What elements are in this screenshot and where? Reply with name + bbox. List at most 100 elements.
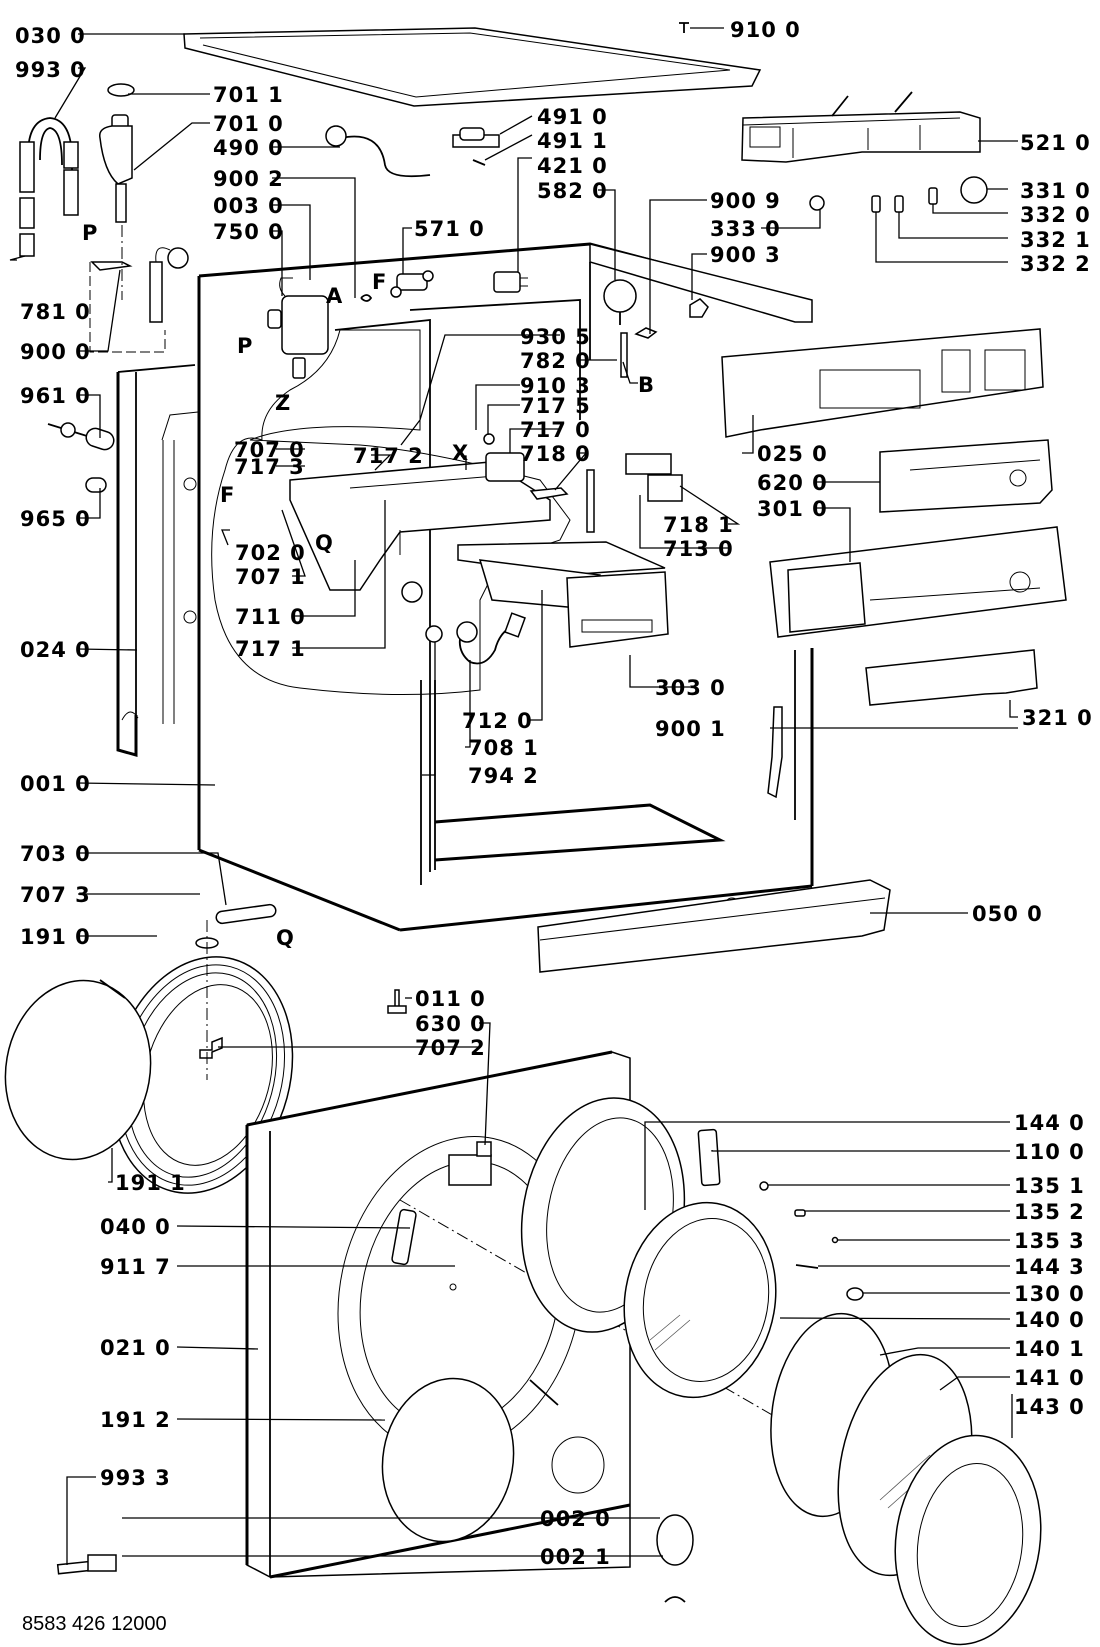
callout-135-3: 135 3 bbox=[1014, 1229, 1085, 1253]
callout-321-0: 321 0 bbox=[1022, 706, 1093, 730]
top-screw-part bbox=[679, 22, 689, 33]
callout-491-1: 491 1 bbox=[537, 129, 608, 153]
callout-900-3: 900 3 bbox=[710, 243, 781, 267]
door-lock-part bbox=[448, 1141, 492, 1186]
duct-cover-part bbox=[647, 474, 683, 502]
callout-794-2: 794 2 bbox=[468, 764, 539, 788]
callout-701-1: 701 1 bbox=[213, 83, 284, 107]
callout-910-0: 910 0 bbox=[730, 18, 801, 42]
button-332-1-part bbox=[894, 195, 904, 213]
callout-993-0: 993 0 bbox=[15, 58, 86, 82]
callout-140-1: 140 1 bbox=[1014, 1337, 1085, 1361]
part-135-2 bbox=[794, 1209, 806, 1217]
callout-332-1: 332 1 bbox=[1020, 228, 1091, 252]
valve-elbow-part bbox=[199, 1036, 223, 1059]
clip-small-part bbox=[360, 294, 373, 302]
callout-521-0: 521 0 bbox=[1020, 131, 1091, 155]
callout-332-2: 332 2 bbox=[1020, 252, 1091, 276]
callout-110-0: 110 0 bbox=[1014, 1140, 1085, 1164]
callout-707-1: 707 1 bbox=[235, 565, 306, 589]
callout-332-0: 332 0 bbox=[1020, 203, 1091, 227]
bracket-clip-part bbox=[767, 706, 783, 799]
callout-717-3: 717 3 bbox=[234, 455, 305, 479]
callout-718-0: 718 0 bbox=[520, 442, 591, 466]
callout-717-0: 717 0 bbox=[520, 418, 591, 442]
marker-f-valve: F bbox=[372, 270, 386, 294]
spring-part bbox=[99, 979, 126, 999]
solenoid-valve-part bbox=[483, 433, 525, 482]
callout-713-0: 713 0 bbox=[663, 537, 734, 561]
door-handle-part bbox=[697, 1128, 721, 1187]
callout-135-1: 135 1 bbox=[1014, 1174, 1085, 1198]
marker-a: A bbox=[326, 284, 343, 308]
control-bracket-part bbox=[721, 328, 1044, 438]
callout-708-1: 708 1 bbox=[468, 736, 539, 760]
callout-191-1: 191 1 bbox=[115, 1171, 186, 1195]
callout-002-1: 002 1 bbox=[540, 1545, 611, 1569]
bracket-part bbox=[689, 298, 709, 318]
callout-141-0: 141 0 bbox=[1014, 1366, 1085, 1390]
part-130-0 bbox=[846, 1287, 864, 1301]
callout-050-0: 050 0 bbox=[972, 902, 1043, 926]
callout-717-5: 717 5 bbox=[520, 394, 591, 418]
leader-lines bbox=[9, 27, 1018, 1565]
filter-clip-part bbox=[664, 1596, 686, 1603]
electronic-board-part bbox=[879, 439, 1053, 513]
inlet-valve-part bbox=[390, 270, 434, 298]
dispenser-hose-part bbox=[425, 612, 526, 665]
callout-712-0: 712 0 bbox=[462, 709, 533, 733]
callout-718-1: 718 1 bbox=[663, 513, 734, 537]
callout-135-2: 135 2 bbox=[1014, 1200, 1085, 1224]
callout-711-0: 711 0 bbox=[235, 605, 306, 629]
callout-144-0: 144 0 bbox=[1014, 1111, 1085, 1135]
knob-part bbox=[960, 176, 988, 204]
connector-part bbox=[493, 271, 528, 293]
callout-910-3: 910 3 bbox=[520, 374, 591, 398]
callout-781-0: 781 0 bbox=[20, 300, 91, 324]
plinth-part bbox=[537, 879, 891, 973]
callout-900-1: 900 1 bbox=[655, 717, 726, 741]
callout-965-0: 965 0 bbox=[20, 507, 91, 531]
button-333-part bbox=[809, 195, 825, 211]
callout-717-1: 717 1 bbox=[235, 637, 306, 661]
dispenser-region-outline bbox=[211, 329, 571, 696]
callout-707-0: 707 0 bbox=[234, 438, 305, 462]
rod-part bbox=[620, 332, 628, 378]
callout-labels: 030 0 993 0 701 1 701 0 490 0 900 2 003 … bbox=[15, 18, 1093, 1569]
callout-961-0: 961 0 bbox=[20, 384, 91, 408]
marker-q-hinge: Q bbox=[276, 926, 294, 950]
door-clamp-ring-part bbox=[4, 979, 152, 1161]
callout-703-0: 703 0 bbox=[20, 842, 91, 866]
callout-003-0: 003 0 bbox=[213, 194, 284, 218]
inlet-hose-connector-part bbox=[99, 83, 135, 223]
marker-q-dispenser: Q bbox=[315, 531, 333, 555]
grommet-part bbox=[85, 477, 107, 493]
callout-900-9: 900 9 bbox=[710, 189, 781, 213]
part-135-3 bbox=[831, 1236, 839, 1244]
pump-filter-part bbox=[656, 1514, 694, 1566]
counterweight-part bbox=[47, 422, 115, 451]
callout-630-0: 630 0 bbox=[415, 1012, 486, 1036]
callout-001-0: 001 0 bbox=[20, 772, 91, 796]
side-panel-part bbox=[116, 364, 199, 757]
hose-bracket-part bbox=[90, 261, 133, 271]
callout-750-0: 750 0 bbox=[213, 220, 284, 244]
screw-911-part bbox=[449, 1283, 457, 1291]
outer-door-part bbox=[894, 1434, 1042, 1646]
valve-bracket-part bbox=[529, 487, 569, 500]
control-panel-overlay-part bbox=[865, 649, 1038, 706]
callout-491-0: 491 0 bbox=[537, 105, 608, 129]
callout-571-0: 571 0 bbox=[414, 217, 485, 241]
part-135-1 bbox=[759, 1181, 769, 1191]
screw-part bbox=[472, 159, 486, 166]
callout-191-0: 191 0 bbox=[20, 925, 91, 949]
marker-p-hose: P bbox=[82, 221, 97, 245]
pressure-switch-part bbox=[603, 279, 637, 325]
marker-b: B bbox=[638, 373, 654, 397]
detergent-drawer-part bbox=[457, 541, 669, 648]
water-channel-part bbox=[625, 453, 672, 475]
door-glass-part bbox=[623, 1201, 777, 1399]
top-cover-part bbox=[183, 27, 762, 107]
control-module-part bbox=[741, 91, 981, 163]
